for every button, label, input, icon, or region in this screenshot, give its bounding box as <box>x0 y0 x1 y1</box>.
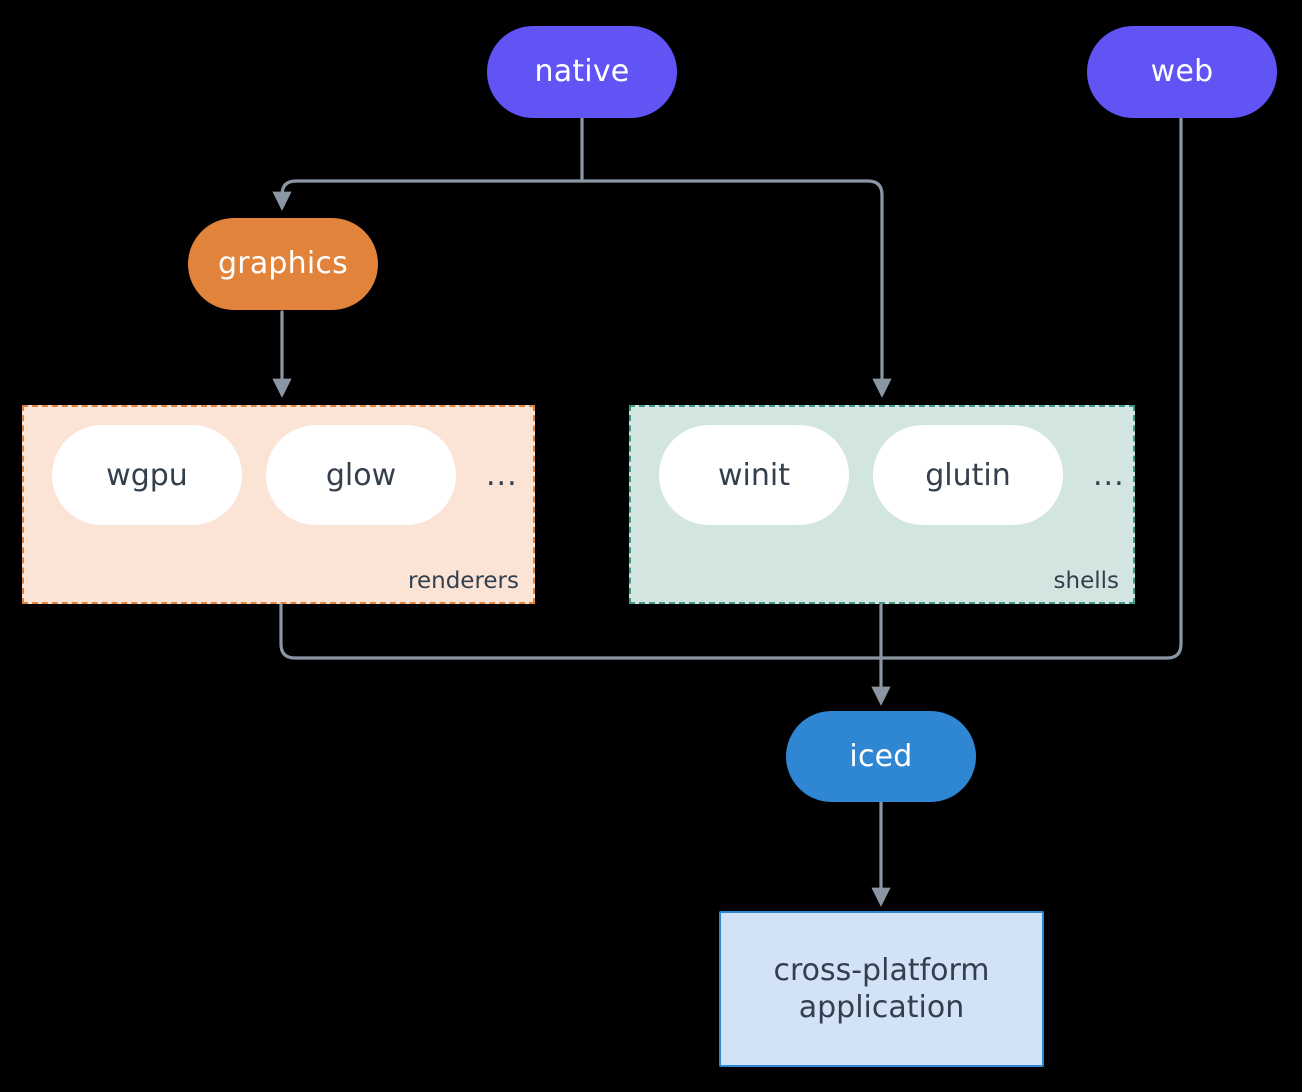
leaf-wgpu-label: wgpu <box>106 457 188 493</box>
shells-item-row: winit glutin ... <box>631 425 1133 525</box>
edge-renderers-iced <box>279 602 884 660</box>
node-native-label: native <box>534 54 630 90</box>
edge-native-graphics <box>272 179 584 211</box>
node-web-label: web <box>1150 54 1214 90</box>
group-shells: winit glutin ... shells <box>629 405 1135 604</box>
group-renderers-label: renderers <box>408 568 519 594</box>
group-renderers: wgpu glow ... renderers <box>22 405 535 604</box>
node-web[interactable]: web <box>1087 26 1277 118</box>
node-native[interactable]: native <box>487 26 677 118</box>
leaf-wgpu[interactable]: wgpu <box>52 425 242 525</box>
edge-native-shells <box>580 179 892 398</box>
node-application-line1: cross-platform <box>773 952 990 988</box>
renderers-more-ellipsis: ... <box>486 457 518 493</box>
node-iced[interactable]: iced <box>786 711 976 802</box>
node-graphics-label: graphics <box>218 246 348 282</box>
node-application[interactable]: cross-platform application <box>719 911 1044 1067</box>
renderers-item-row: wgpu glow ... <box>24 425 533 525</box>
leaf-glutin-label: glutin <box>925 457 1011 493</box>
group-shells-label: shells <box>1053 568 1119 594</box>
leaf-glow[interactable]: glow <box>266 425 456 525</box>
leaf-glow-label: glow <box>325 457 397 493</box>
leaf-winit[interactable]: winit <box>659 425 849 525</box>
leaf-winit-label: winit <box>718 457 790 493</box>
node-iced-label: iced <box>849 738 913 774</box>
node-graphics[interactable]: graphics <box>188 218 378 310</box>
leaf-glutin[interactable]: glutin <box>873 425 1063 525</box>
shells-more-ellipsis: ... <box>1093 457 1125 493</box>
node-application-line2: application <box>798 990 965 1025</box>
